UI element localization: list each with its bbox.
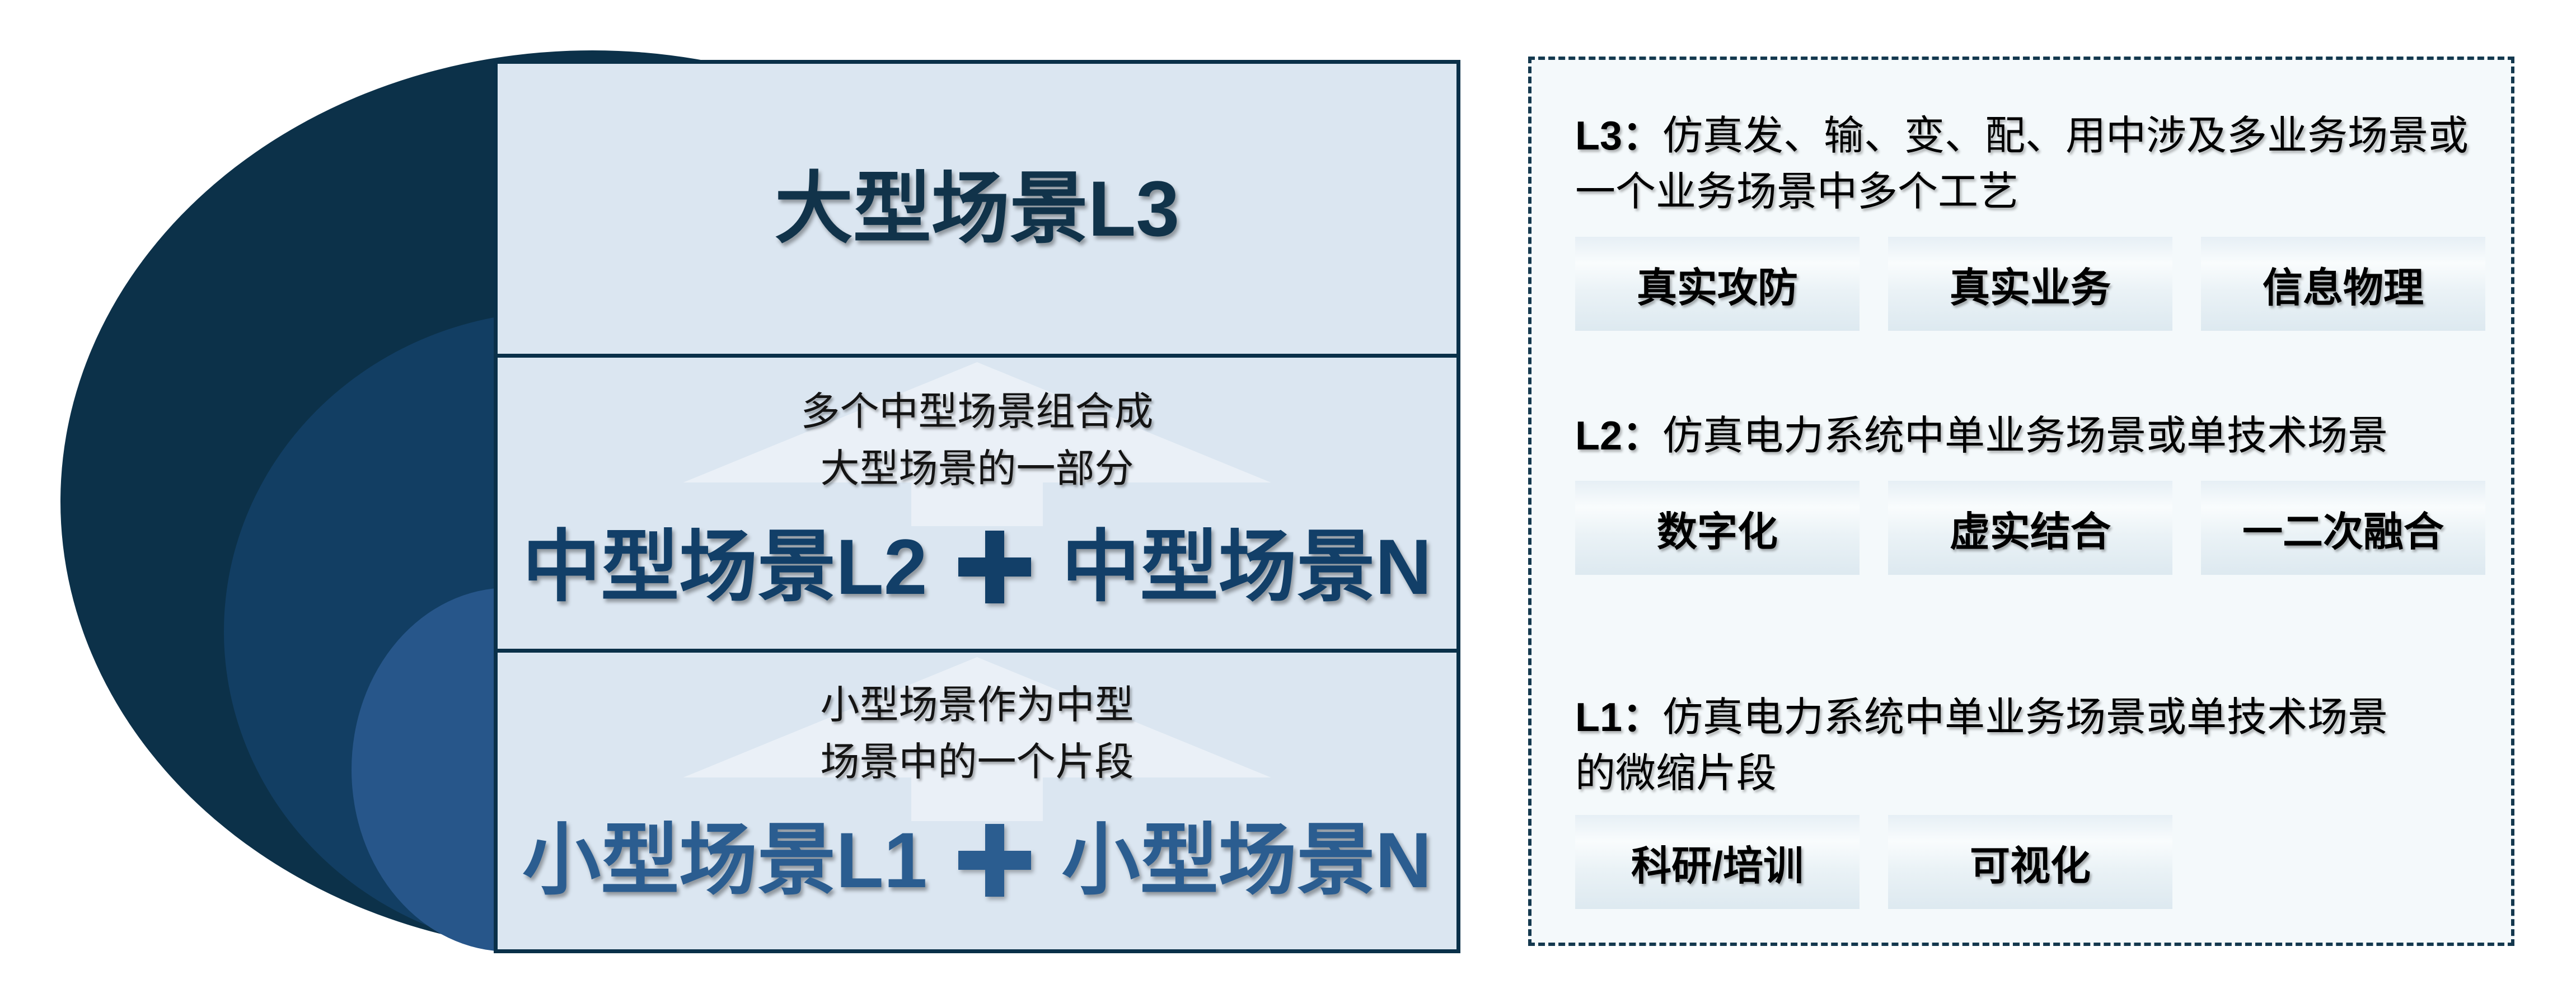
level-l1-desc-line2: 场景中的一个片段 [820,740,1134,784]
level-l2-title-left: 中型场景L2 [522,523,928,611]
section-l3-tags: 真实攻防 真实业务 信息物理 [1575,237,2485,331]
tag-chip: 一二次融合 [2201,481,2485,575]
section-l3-label: L3： [1575,114,1663,158]
section-l1-heading-line1: L1：仿真电力系统中单业务场景或单技术场景 [1575,690,2477,746]
level-l3: 大型场景L3 [498,64,1456,354]
legend-panel: L3：仿真发、输、变、配、用中涉及多业务场景或 一个业务场景中多个工艺 真实攻防… [1528,57,2514,946]
section-l2-text: 仿真电力系统中单业务场景或单技术场景 [1662,414,2388,458]
level-l3-title-text: 大型场景L3 [774,165,1180,252]
level-l1-desc-line1: 小型场景作为中型 [820,683,1134,727]
level-l1: 小型场景作为中型 场景中的一个片段 小型场景L1 小型场景N [498,649,1456,949]
level-l2-title-right: 中型场景N [1061,523,1432,611]
level-l1-title: 小型场景L1 小型场景N [522,821,1432,899]
section-l2-heading: L2：仿真电力系统中单业务场景或单技术场景 [1575,408,2477,464]
section-l3-heading-line2: 一个业务场景中多个工艺 [1575,170,2019,214]
section-l2-tags: 数字化 虚实结合 一二次融合 [1575,481,2485,575]
level-l2-desc-line1: 多个中型场景组合成 [800,390,1154,433]
section-l2-label: L2： [1575,414,1663,458]
tag-chip: 信息物理 [2201,237,2485,331]
level-l2: 多个中型场景组合成 大型场景的一部分 中型场景L2 中型场景N [498,354,1456,649]
level-l2-desc-line2: 大型场景的一部分 [820,447,1134,490]
plus-icon [958,531,1031,603]
level-l3-title: 大型场景L3 [775,170,1179,248]
tag-chip: 虚实结合 [1888,481,2172,575]
level-l1-title-right: 小型场景N [1061,816,1432,904]
tag-chip: 数字化 [1575,481,1860,575]
section-l1-label: L1： [1575,695,1663,740]
level-l2-title: 中型场景L2 中型场景N [522,528,1432,606]
legend-section-l2: L2：仿真电力系统中单业务场景或单技术场景 数字化 虚实结合 一二次融合 [1575,408,2485,575]
section-l1-tags: 科研/培训 可视化 [1575,815,2477,909]
section-l3-text-line1: 仿真发、输、变、配、用中涉及多业务场景或 [1662,114,2469,158]
level-l1-title-left: 小型场景L1 [522,816,928,904]
tag-chip: 真实攻防 [1575,237,1860,331]
legend-section-l3: L3：仿真发、输、变、配、用中涉及多业务场景或 一个业务场景中多个工艺 真实攻防… [1575,108,2485,331]
tag-chip: 真实业务 [1888,237,2172,331]
section-l3-heading-line1: L3：仿真发、输、变、配、用中涉及多业务场景或 [1575,108,2477,164]
section-l1-heading-line2: 的微缩片段 [1575,751,1777,796]
tag-chip: 可视化 [1888,815,2172,909]
section-l1-text-line1: 仿真电力系统中单业务场景或单技术场景 [1662,695,2388,740]
plus-icon [958,824,1031,897]
scenario-stack: 大型场景L3 多个中型场景组合成 大型场景的一部分 中型场景L2 中型场景N [494,60,1460,953]
legend-section-l1: L1：仿真电力系统中单业务场景或单技术场景 的微缩片段 科研/培训 可视化 [1575,690,2477,909]
tag-chip: 科研/培训 [1575,815,1860,909]
